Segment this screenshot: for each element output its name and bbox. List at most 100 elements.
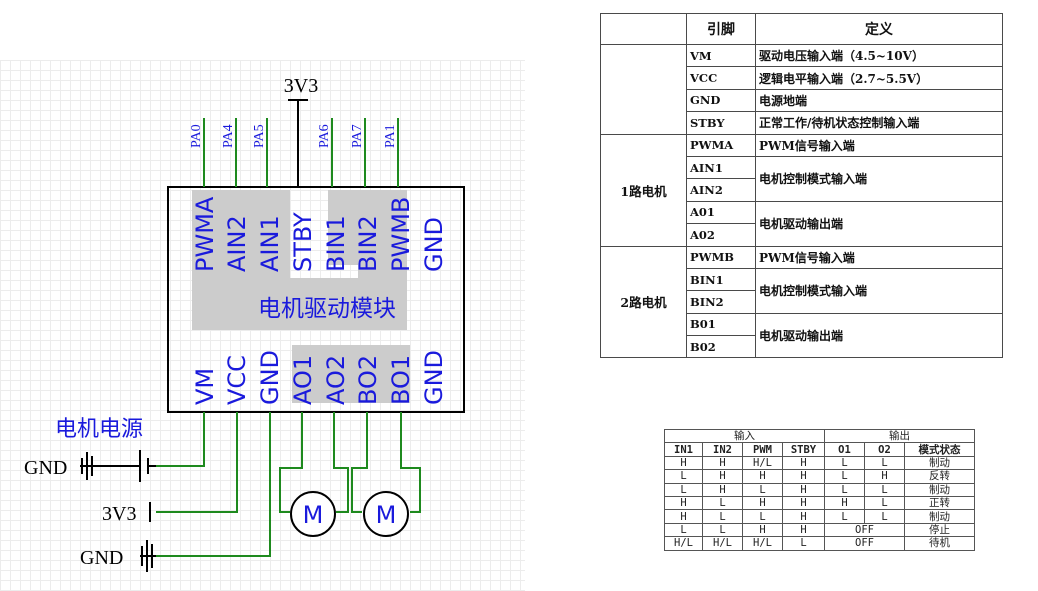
truth-cell: L	[864, 482, 905, 497]
pin-cell: B02	[686, 335, 756, 359]
truth-cell: L	[824, 455, 865, 471]
top-pin-gnd-7: GND	[420, 217, 448, 272]
def-cell: 电源地端	[755, 88, 1003, 113]
pin-cell: B01	[686, 312, 756, 337]
top-pin-pwma-0: PWMA	[191, 196, 219, 272]
truth-cell: L	[742, 509, 783, 524]
truth-cell: H	[702, 482, 743, 497]
truth-table-group-row: 输入 输出	[664, 428, 976, 444]
truth-cell: OFF	[824, 536, 905, 551]
source-label-gnd-1: GND	[24, 457, 67, 479]
truth-cell: H	[742, 469, 783, 484]
pin-cell: AIN2	[686, 178, 756, 202]
truth-cell: H	[782, 522, 825, 538]
table-row: 1路电机 PWMA PWM信号输入端	[600, 133, 1003, 247]
pin-table-header-row: 引脚 定义	[600, 13, 1003, 45]
group-cell-motor-1: 1路电机	[600, 133, 687, 247]
truth-cell: H	[742, 495, 783, 511]
motor-b-symbol: M	[376, 501, 397, 529]
port-label-pa0: PA0	[189, 124, 204, 148]
truth-cell: H	[782, 469, 825, 484]
port-label-pa1: PA1	[383, 124, 398, 148]
bottom-pin-vcc-1: VCC	[223, 355, 251, 405]
module-shading	[192, 190, 410, 403]
truth-cell: L	[824, 469, 865, 484]
truth-cell: L	[664, 522, 703, 538]
def-cell: PWM信号输入端	[755, 133, 1003, 157]
source-label-gnd-2: GND	[80, 547, 123, 569]
bottom-pin-bo2-5: BO2	[354, 355, 382, 405]
def-cell: 电机驱动输出端	[755, 200, 1003, 247]
truth-cell: L	[702, 522, 743, 538]
pin-table-header-group	[600, 13, 687, 45]
pin-cell: PWMA	[686, 133, 756, 157]
bottom-pin-bo1-6: BO1	[387, 355, 415, 405]
bottom-pin-ao2-4: AO2	[322, 355, 350, 405]
truth-cell: H	[664, 509, 703, 524]
bottom-pin-gnd-7: GND	[420, 350, 448, 405]
truth-state-cell: 停止	[903, 522, 976, 538]
motor-b: M	[363, 491, 409, 537]
truth-cell: L	[824, 482, 865, 497]
pin-cell: BIN1	[686, 267, 756, 292]
pin-cell: STBY	[686, 111, 756, 135]
truth-cell: H/L	[742, 455, 783, 471]
truth-cell: H	[824, 495, 865, 511]
truth-cell: L	[742, 482, 783, 497]
truth-cell: L	[664, 469, 703, 484]
port-label-pa6: PA6	[317, 124, 332, 148]
pin-cell: A02	[686, 223, 756, 247]
pin-table-header-def: 定义	[755, 13, 1003, 45]
port-label-pa7: PA7	[350, 124, 365, 148]
truth-cell: H/L	[702, 536, 743, 551]
table-row: AIN2	[601, 178, 1003, 202]
def-cell: 驱动电压输入端（4.5~10V）	[755, 43, 1003, 68]
table-row: A01 电机驱动输出端	[601, 200, 1003, 247]
source-label-3v3: 3V3	[102, 503, 136, 525]
top-supply-label: 3V3	[284, 75, 318, 97]
input-group-header: 输入	[664, 428, 825, 444]
module-title: 电机驱动模块	[258, 296, 396, 322]
truth-state-cell: 制动	[903, 455, 976, 471]
top-pin-bin2-5: BIN2	[354, 215, 382, 272]
def-cell: 正常工作/待机状态控制输入端	[755, 111, 1003, 135]
table-row: BIN1 电机控制模式输入端	[601, 267, 1003, 314]
truth-state-cell: 制动	[903, 482, 976, 497]
truth-cell: H/L	[742, 536, 783, 551]
pin-cell: A01	[686, 200, 756, 225]
common-group-cell	[600, 44, 687, 135]
truth-cell: L	[664, 482, 703, 497]
truth-cell: H	[702, 469, 743, 484]
truth-cell: H	[782, 509, 825, 524]
truth-cell: H	[782, 455, 825, 471]
truth-cell: H	[664, 495, 703, 511]
gnd-symbol-2	[140, 540, 156, 572]
truth-col-header: O1	[824, 442, 865, 457]
def-cell: 电机驱动输出端	[755, 312, 1003, 359]
driver-module-box	[167, 186, 465, 413]
truth-col-header: O2	[864, 442, 905, 457]
truth-state-cell: 正转	[903, 495, 976, 511]
table-row: 2路电机 PWMB PWM信号输入端	[600, 245, 1003, 359]
truth-cell: H	[782, 482, 825, 497]
table-row: VM 驱动电压输入端（4.5~10V）	[600, 43, 1003, 135]
truth-cell: L	[864, 455, 905, 471]
truth-state-cell: 反转	[903, 469, 976, 484]
truth-col-header: IN2	[702, 442, 743, 457]
def-cell: 电机控制模式输入端	[755, 267, 1003, 314]
pin-cell: AIN1	[686, 155, 756, 180]
pin-table-header-pin: 引脚	[686, 13, 756, 45]
truth-cell: H	[864, 469, 905, 484]
truth-state-cell: 待机	[903, 536, 976, 551]
bottom-pin-vm-0: VM	[191, 368, 219, 405]
output-group-header: 输出	[823, 428, 976, 444]
truth-cell: L	[864, 495, 905, 511]
motor-a: M	[290, 491, 336, 537]
table-row: BIN2	[601, 290, 1003, 314]
pin-cell: GND	[686, 88, 756, 113]
